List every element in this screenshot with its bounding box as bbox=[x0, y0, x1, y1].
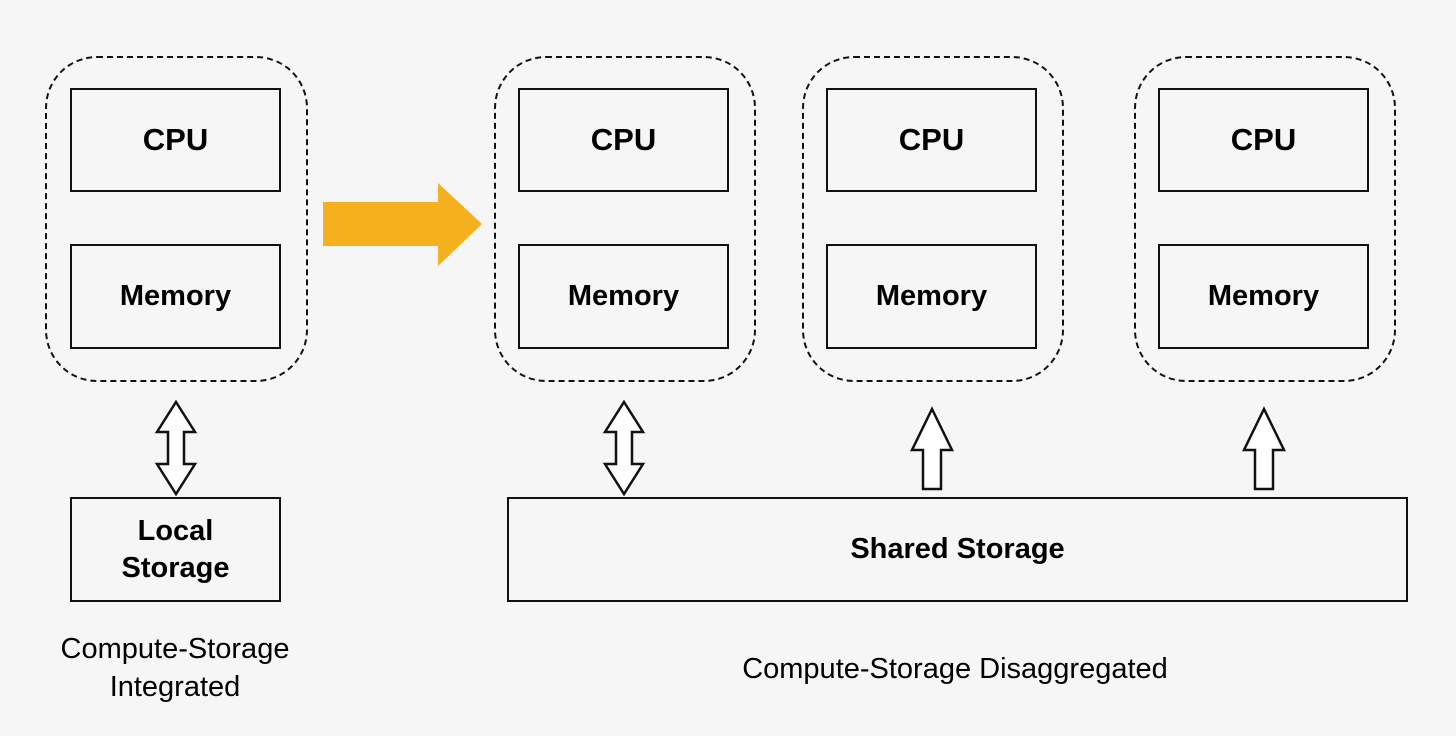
integrated-caption: Compute-Storage Integrated bbox=[20, 630, 330, 706]
up-arrow-icon bbox=[1241, 406, 1287, 491]
up-down-arrow-icon bbox=[154, 399, 198, 497]
shared-storage-box: Shared Storage bbox=[507, 497, 1408, 602]
disaggregated-caption-text: Compute-Storage Disaggregated bbox=[742, 653, 1168, 685]
disaggregated-cpu-box-3: CPU bbox=[1158, 88, 1369, 192]
cpu-label: CPU bbox=[1230, 122, 1297, 157]
memory-label: Memory bbox=[567, 280, 680, 312]
disaggregated-cpu-box-1: CPU bbox=[518, 88, 729, 192]
integrated-caption-line2: Integrated bbox=[109, 671, 241, 703]
disaggregated-node-group-1 bbox=[494, 56, 756, 382]
local-storage-box: Local Storage bbox=[70, 497, 281, 602]
memory-label: Memory bbox=[875, 280, 988, 312]
disaggregated-memory-box-2: Memory bbox=[826, 244, 1037, 349]
integrated-memory-box: Memory bbox=[70, 244, 281, 349]
cpu-label: CPU bbox=[898, 122, 965, 157]
up-down-arrow-icon bbox=[602, 399, 646, 497]
up-arrow-icon bbox=[909, 406, 955, 491]
local-storage-label-line2: Storage bbox=[121, 551, 230, 584]
integrated-cpu-box: CPU bbox=[70, 88, 281, 192]
cpu-label: CPU bbox=[142, 122, 209, 157]
shared-storage-label: Shared Storage bbox=[850, 533, 1065, 566]
disaggregated-node-group-2 bbox=[802, 56, 1064, 382]
disaggregated-node-group-3 bbox=[1134, 56, 1396, 382]
disaggregated-memory-box-3: Memory bbox=[1158, 244, 1369, 349]
memory-label: Memory bbox=[119, 280, 232, 312]
integrated-caption-line1: Compute-Storage bbox=[60, 633, 290, 665]
disaggregated-caption: Compute-Storage Disaggregated bbox=[655, 650, 1255, 688]
disaggregated-cpu-box-2: CPU bbox=[826, 88, 1037, 192]
disaggregated-memory-box-1: Memory bbox=[518, 244, 729, 349]
integrated-node-group bbox=[45, 56, 308, 382]
memory-label: Memory bbox=[1207, 280, 1320, 312]
local-storage-label-line1: Local bbox=[137, 515, 214, 548]
cpu-label: CPU bbox=[590, 122, 657, 157]
right-arrow-icon bbox=[323, 183, 482, 266]
